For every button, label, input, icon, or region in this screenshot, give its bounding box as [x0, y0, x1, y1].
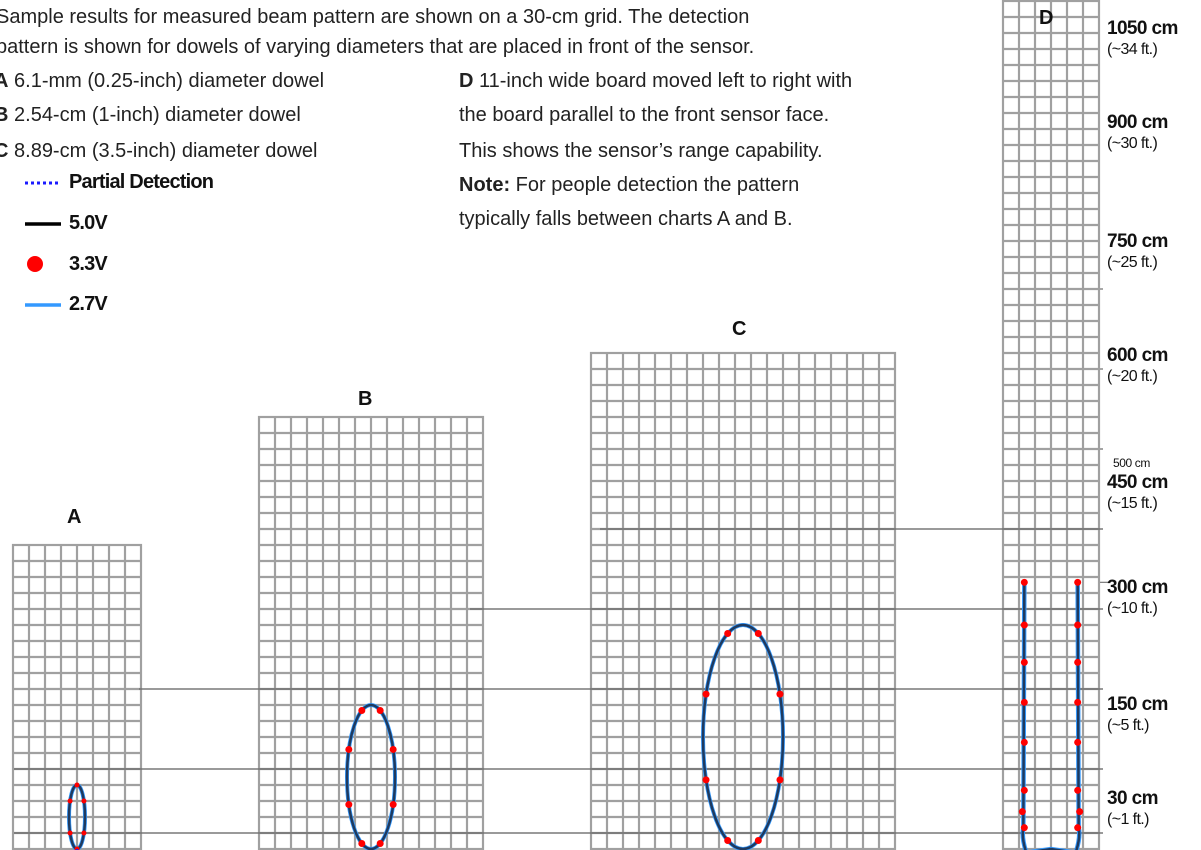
pattern-point-3v3 — [1074, 578, 1082, 586]
chart-label-a: A — [67, 506, 82, 528]
pattern-point-3v3 — [67, 830, 73, 836]
description-b: B 2.54-cm (1-inch) diameter dowel — [0, 104, 301, 126]
pattern-point-3v3 — [724, 630, 732, 638]
pattern-point-3v3 — [1020, 578, 1028, 586]
legend-label-2v7: 2.7V — [69, 293, 108, 315]
pattern-point-3v3 — [81, 798, 87, 804]
grid-a — [11, 543, 143, 850]
pattern-point-3v3 — [1074, 824, 1082, 832]
pattern-point-3v3 — [345, 801, 353, 809]
pattern-point-3v3 — [1020, 738, 1028, 746]
legend-label-5v: 5.0V — [69, 212, 108, 234]
pattern-point-3v3 — [1076, 808, 1084, 816]
distance-label-1050: 1050 cm(~34 ft.) — [1107, 18, 1178, 58]
grid-b — [257, 415, 485, 850]
pattern-point-3v3 — [81, 830, 87, 836]
pattern-point-3v3 — [358, 840, 366, 848]
pattern-point-3v3 — [74, 782, 80, 788]
description-d-line-2: the board parallel to the front sensor f… — [459, 104, 830, 126]
distance-label-600: 600 cm(~20 ft.) — [1107, 345, 1168, 385]
legend-label-3v3: 3.3V — [69, 253, 108, 275]
pattern-point-3v3 — [1018, 808, 1026, 816]
distance-label-150: 150 cm(~5 ft.) — [1107, 694, 1168, 734]
pattern-point-3v3 — [1074, 786, 1082, 794]
pattern-point-3v3 — [724, 836, 732, 844]
description-c: C 8.89-cm (3.5-inch) diameter dowel — [0, 140, 318, 162]
pattern-point-3v3 — [1020, 658, 1028, 666]
pattern-point-3v3 — [776, 776, 784, 784]
description-d-line-1: D 11-inch wide board moved left to right… — [459, 70, 853, 92]
chart-label-c: C — [732, 318, 747, 340]
intro-line-2: pattern is shown for dowels of varying d… — [0, 36, 755, 58]
distance-label-450: 450 cm(~15 ft.) — [1107, 472, 1168, 512]
beam-pattern-b — [345, 703, 397, 850]
pattern-point-3v3 — [754, 630, 762, 638]
pattern-outline-5v — [345, 703, 397, 850]
pattern-point-3v3 — [1020, 786, 1028, 794]
distance-label-500: 500 cm — [1113, 456, 1150, 470]
note-line-1: Note: For people detection the pattern — [459, 174, 800, 196]
note-line-2: typically falls between charts A and B. — [459, 208, 793, 230]
pattern-outline-5v — [1021, 582, 1081, 850]
pattern-point-3v3 — [389, 801, 397, 809]
pattern-point-3v3 — [702, 690, 710, 698]
pattern-point-3v3 — [1020, 698, 1028, 706]
grid-c — [589, 351, 897, 850]
pattern-point-3v3 — [1074, 621, 1082, 629]
description-a: A 6.1-mm (0.25-inch) diameter dowel — [0, 70, 325, 92]
chart-label-b: B — [358, 388, 373, 410]
distance-label-300: 300 cm(~10 ft.) — [1107, 577, 1168, 617]
grid-border — [589, 351, 897, 850]
pattern-point-3v3 — [1074, 658, 1082, 666]
pattern-outline-5v — [701, 623, 785, 850]
description-d-line-3: This shows the sensor’s range capability… — [459, 140, 823, 162]
beam-pattern-c — [701, 623, 785, 850]
pattern-point-3v3 — [1074, 738, 1082, 746]
pattern-point-3v3 — [776, 690, 784, 698]
beam-pattern-d — [1018, 578, 1084, 850]
intro-line-1: Sample results for measured beam pattern… — [0, 6, 750, 28]
legend-marker-3v3 — [27, 256, 43, 272]
chart-label-d: D — [1039, 7, 1054, 29]
pattern-point-3v3 — [1020, 621, 1028, 629]
pattern-point-3v3 — [754, 836, 762, 844]
distance-label-30: 30 cm(~1 ft.) — [1107, 788, 1158, 828]
pattern-point-3v3 — [1020, 824, 1028, 832]
pattern-point-3v3 — [67, 798, 73, 804]
pattern-point-3v3 — [376, 706, 384, 714]
pattern-point-3v3 — [345, 745, 353, 753]
distance-label-750: 750 cm(~25 ft.) — [1107, 231, 1168, 271]
pattern-point-3v3 — [376, 840, 384, 848]
grid-d — [1001, 0, 1101, 850]
pattern-point-3v3 — [358, 706, 366, 714]
distance-label-900: 900 cm(~30 ft.) — [1107, 112, 1168, 152]
legend-label-partial-detection: Partial Detection — [69, 171, 214, 193]
pattern-point-3v3 — [1074, 698, 1082, 706]
pattern-point-3v3 — [389, 745, 397, 753]
pattern-point-3v3 — [702, 776, 710, 784]
